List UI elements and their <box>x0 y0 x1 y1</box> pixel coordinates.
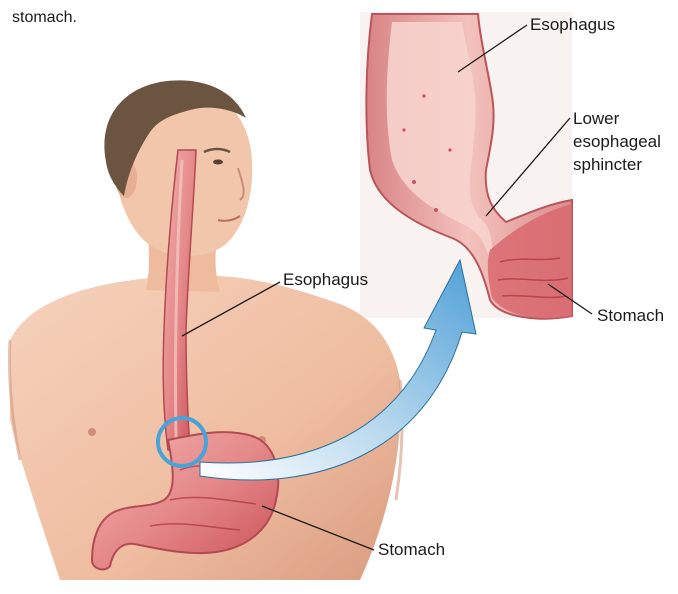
caption-fragment: stomach. <box>12 8 77 28</box>
label-lower-esophageal-sphincter: Lower esophageal sphincter <box>573 107 661 176</box>
label-sphincter-line-1: Lower <box>573 107 661 130</box>
label-stomach-closeup: Stomach <box>597 304 664 327</box>
label-stomach-body: Stomach <box>378 538 445 561</box>
label-sphincter-line-3: sphincter <box>573 153 661 176</box>
label-sphincter-line-2: esophageal <box>573 130 661 153</box>
label-esophagus-body: Esophagus <box>283 268 368 291</box>
closeup-esophagus-illustration <box>360 12 572 319</box>
label-esophagus-closeup: Esophagus <box>530 13 615 36</box>
